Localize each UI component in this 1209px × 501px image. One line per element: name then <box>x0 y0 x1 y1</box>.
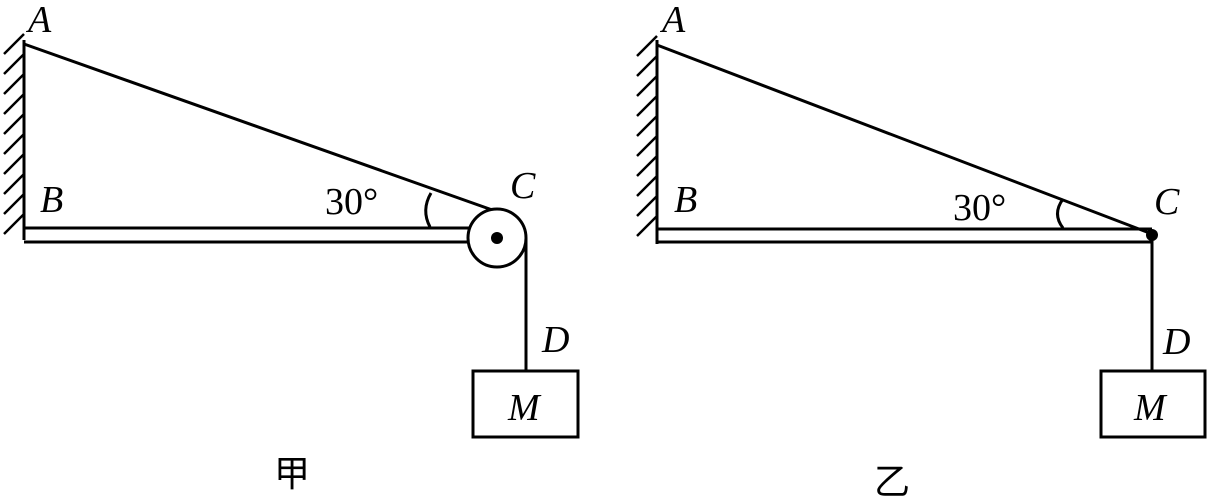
caption-right: 乙 <box>874 462 910 501</box>
figure-right: A B C D M 30° 乙 <box>636 0 1207 501</box>
wall-hatching-left <box>3 33 25 235</box>
rope-ac-right <box>656 43 1153 236</box>
rod-bc-right <box>657 227 1152 244</box>
label-b-left: B <box>40 179 63 221</box>
label-m-left: M <box>507 387 542 429</box>
caption-left: 甲 <box>274 454 310 495</box>
angle-arc-left <box>424 192 433 228</box>
pulley-axle <box>491 232 503 244</box>
label-b-right: B <box>674 179 697 221</box>
block-m-right <box>1099 369 1207 439</box>
angle-label-left: 30° <box>325 181 378 223</box>
angle-arc-right <box>1056 198 1065 229</box>
label-m-right: M <box>1133 387 1168 429</box>
block-m-left <box>471 369 580 439</box>
angle-label-right: 30° <box>953 187 1006 229</box>
label-c-right: C <box>1154 181 1180 223</box>
label-d-left: D <box>541 319 569 361</box>
label-a-left: A <box>25 0 52 41</box>
rope-ac-left <box>23 42 499 214</box>
rod-bc-left <box>24 226 478 244</box>
label-a-right: A <box>659 0 686 41</box>
figure-left: A B C D M 30° 甲 <box>3 0 580 495</box>
label-d-right: D <box>1162 321 1190 363</box>
wall-hatching-right <box>636 35 658 237</box>
label-c-left: C <box>510 165 536 207</box>
